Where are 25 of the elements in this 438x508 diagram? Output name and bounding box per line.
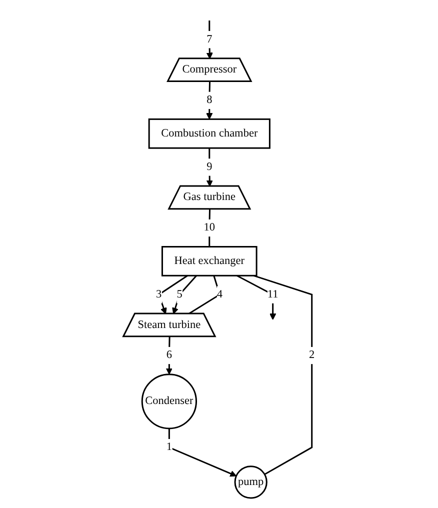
edge-label: 2 [309, 349, 315, 362]
connector [208, 209, 211, 247]
arrow [166, 336, 172, 375]
node-box: Combustion chamber [148, 118, 270, 149]
edge-label: 3 [156, 288, 162, 300]
connector [253, 274, 313, 475]
arrow [206, 20, 213, 60]
edge-label: 1 [166, 441, 172, 454]
node-circle: Condenser [141, 374, 198, 430]
edge-label: 5 [176, 288, 182, 300]
edge-label: 11 [267, 288, 278, 300]
node-circle: pump [234, 466, 268, 499]
connector [188, 275, 221, 315]
arrow [206, 148, 213, 187]
edge-label: 10 [204, 222, 216, 234]
edge-label: 9 [206, 160, 212, 173]
arrow [172, 275, 198, 314]
edge-label: 6 [166, 349, 172, 362]
node-box: Heat exchanger [161, 246, 258, 276]
edge-label: 7 [206, 33, 212, 46]
edge-label: 8 [206, 94, 212, 106]
edge-label: 4 [216, 288, 223, 300]
arrow [206, 82, 213, 120]
arrow [168, 428, 237, 477]
arrow [236, 274, 276, 320]
